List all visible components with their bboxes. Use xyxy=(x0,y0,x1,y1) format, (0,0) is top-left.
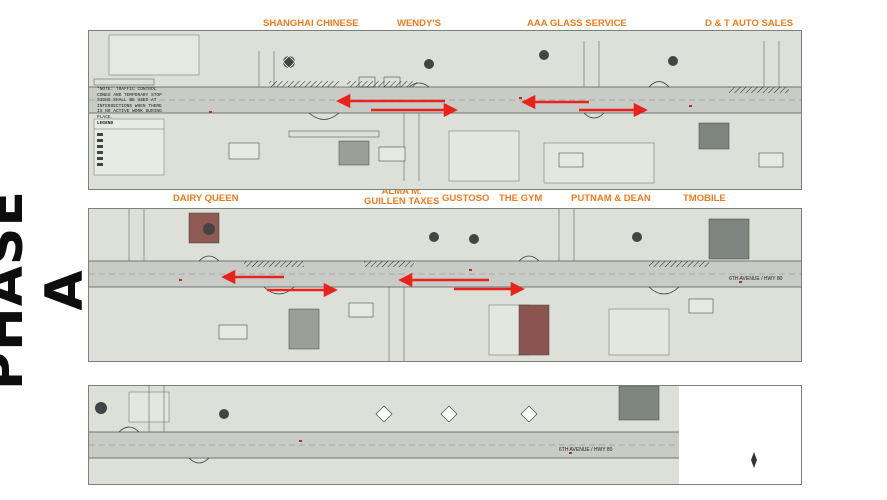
plan-sheet-2-drawing xyxy=(89,209,801,361)
plan-sheet-2: 6TH AVENUE / HWY 80 xyxy=(88,208,802,362)
street-label: 6TH AVENUE / HWY 80 xyxy=(559,447,613,453)
traffic-arrows xyxy=(221,269,525,298)
traffic-arrows xyxy=(336,93,648,118)
business-label-wendys: WENDY'S xyxy=(397,18,441,29)
street-label: 6TH AVENUE / HWY 80 xyxy=(729,276,783,282)
business-label-gustoso: GUSTOSO xyxy=(442,193,490,204)
plan-sheet-1-drawing xyxy=(89,31,801,189)
business-label-dairy-queen: DAIRY QUEEN xyxy=(173,193,239,204)
business-label-tmobile: TMOBILE xyxy=(683,193,726,204)
business-label-the-gym: THE GYM xyxy=(499,193,543,204)
business-label-alma-guillen: ALMA M. GUILLEN TAXES xyxy=(364,186,440,207)
legend-box xyxy=(93,118,165,176)
sheet-note: *NOTE: TRAFFIC CONTROL CONES AND TEMPORA… xyxy=(97,87,162,120)
phase-title: PHASE A xyxy=(0,130,95,390)
business-label-shanghai-chinese: SHANGHAI CHINESE xyxy=(263,18,359,29)
business-label-aaa-glass: AAA GLASS SERVICE xyxy=(527,18,627,29)
business-label-putnam-dean: PUTNAM & DEAN xyxy=(571,193,651,204)
plan-sheet-3-drawing xyxy=(89,386,801,484)
business-label-dt-auto: D & T AUTO SALES xyxy=(705,18,794,29)
phase-title-text: PHASE A xyxy=(0,190,95,390)
plan-sheet-1: *NOTE: TRAFFIC CONTROL CONES AND TEMPORA… xyxy=(88,30,802,190)
legend-title: LEGEND xyxy=(97,121,114,126)
plan-sheet-3: 6TH AVENUE / HWY 80 xyxy=(88,385,802,485)
